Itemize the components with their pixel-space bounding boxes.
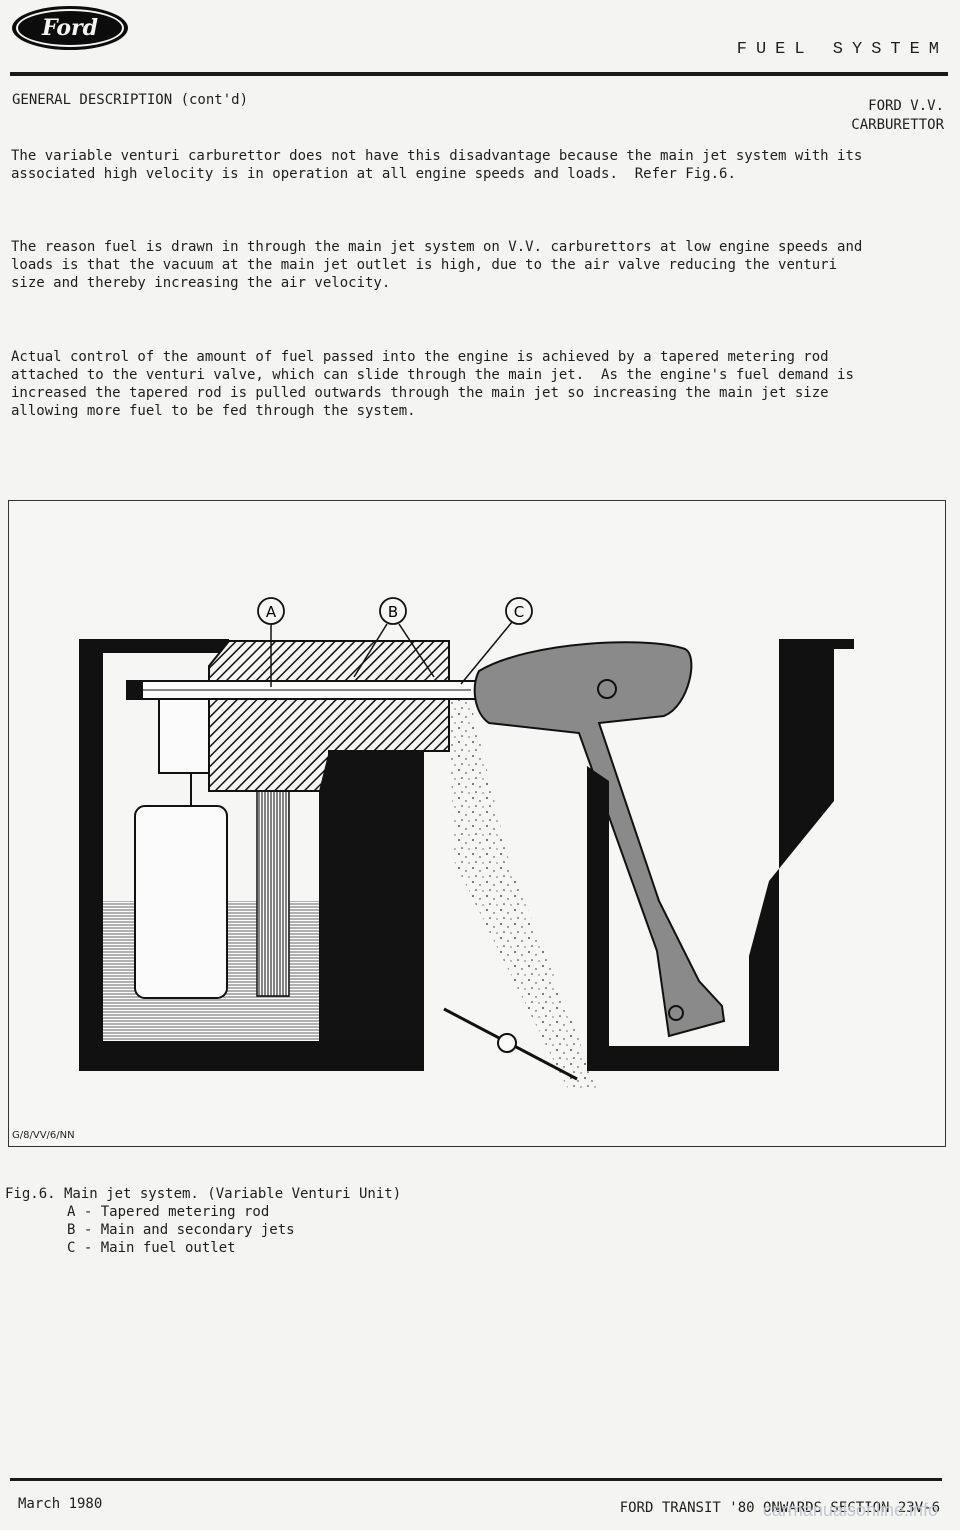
figure-frame: A B C (8, 500, 946, 1147)
throttle-spindle (497, 1033, 517, 1053)
metering-rod-end (127, 681, 143, 699)
section-title: FUEL SYSTEM (736, 40, 948, 59)
footer-date: March 1980 (18, 1496, 103, 1512)
venturi-block (319, 751, 424, 1041)
callout-b-label: B (388, 603, 398, 621)
caption-title: Fig.6. Main jet system. (Variable Ventur… (5, 1186, 402, 1202)
air-valve (473, 641, 726, 1038)
footer-rule (10, 1478, 942, 1481)
subheading: GENERAL DESCRIPTION (cont'd) (12, 92, 249, 108)
legend-item-a: A - Tapered metering rod (67, 1204, 270, 1220)
ford-logo: Ford (12, 6, 128, 50)
callout-c: C (460, 597, 533, 685)
callout-b: B (353, 597, 435, 678)
chamber-floor (79, 1041, 424, 1071)
paragraph-3: Actual control of the amount of fuel pas… (11, 349, 854, 419)
air-valve-roller (668, 1005, 684, 1021)
main-jet-diagram: A B C (79, 597, 854, 1091)
callout-a: A (257, 597, 285, 687)
air-valve-pivot (597, 679, 617, 699)
chamber-left-wall (79, 639, 103, 1071)
chamber-top-wall (79, 639, 229, 653)
header-rule (10, 72, 948, 76)
paragraph-2: The reason fuel is drawn in through the … (11, 239, 863, 291)
side-title-line-2: CARBURETTOR (851, 117, 944, 133)
float-body (134, 805, 228, 999)
callout-c-label: C (514, 603, 524, 621)
side-title-line-1: FORD V.V. (868, 98, 944, 114)
ford-logo-text: Ford (16, 9, 124, 47)
side-title: FORD V.V. CARBURETTOR (851, 97, 944, 135)
paragraph-1: The variable venturi carburettor does no… (11, 148, 863, 182)
figure-caption: Fig.6. Main jet system. (Variable Ventur… (5, 1185, 401, 1257)
fuel-spray (449, 697, 599, 1091)
legend-item-c: C - Main fuel outlet (67, 1240, 236, 1256)
figure-code: G/8/VV/6/NN (12, 1130, 75, 1141)
watermark: carmanualsonline.info (762, 1500, 938, 1520)
legend-item-b: B - Main and secondary jets (67, 1222, 295, 1238)
callout-a-label: A (266, 603, 277, 621)
right-housing (587, 639, 854, 1071)
footer-reference: FORD TRANSIT '80 ONWARDS SECTION 23V-6 (619, 1500, 940, 1516)
